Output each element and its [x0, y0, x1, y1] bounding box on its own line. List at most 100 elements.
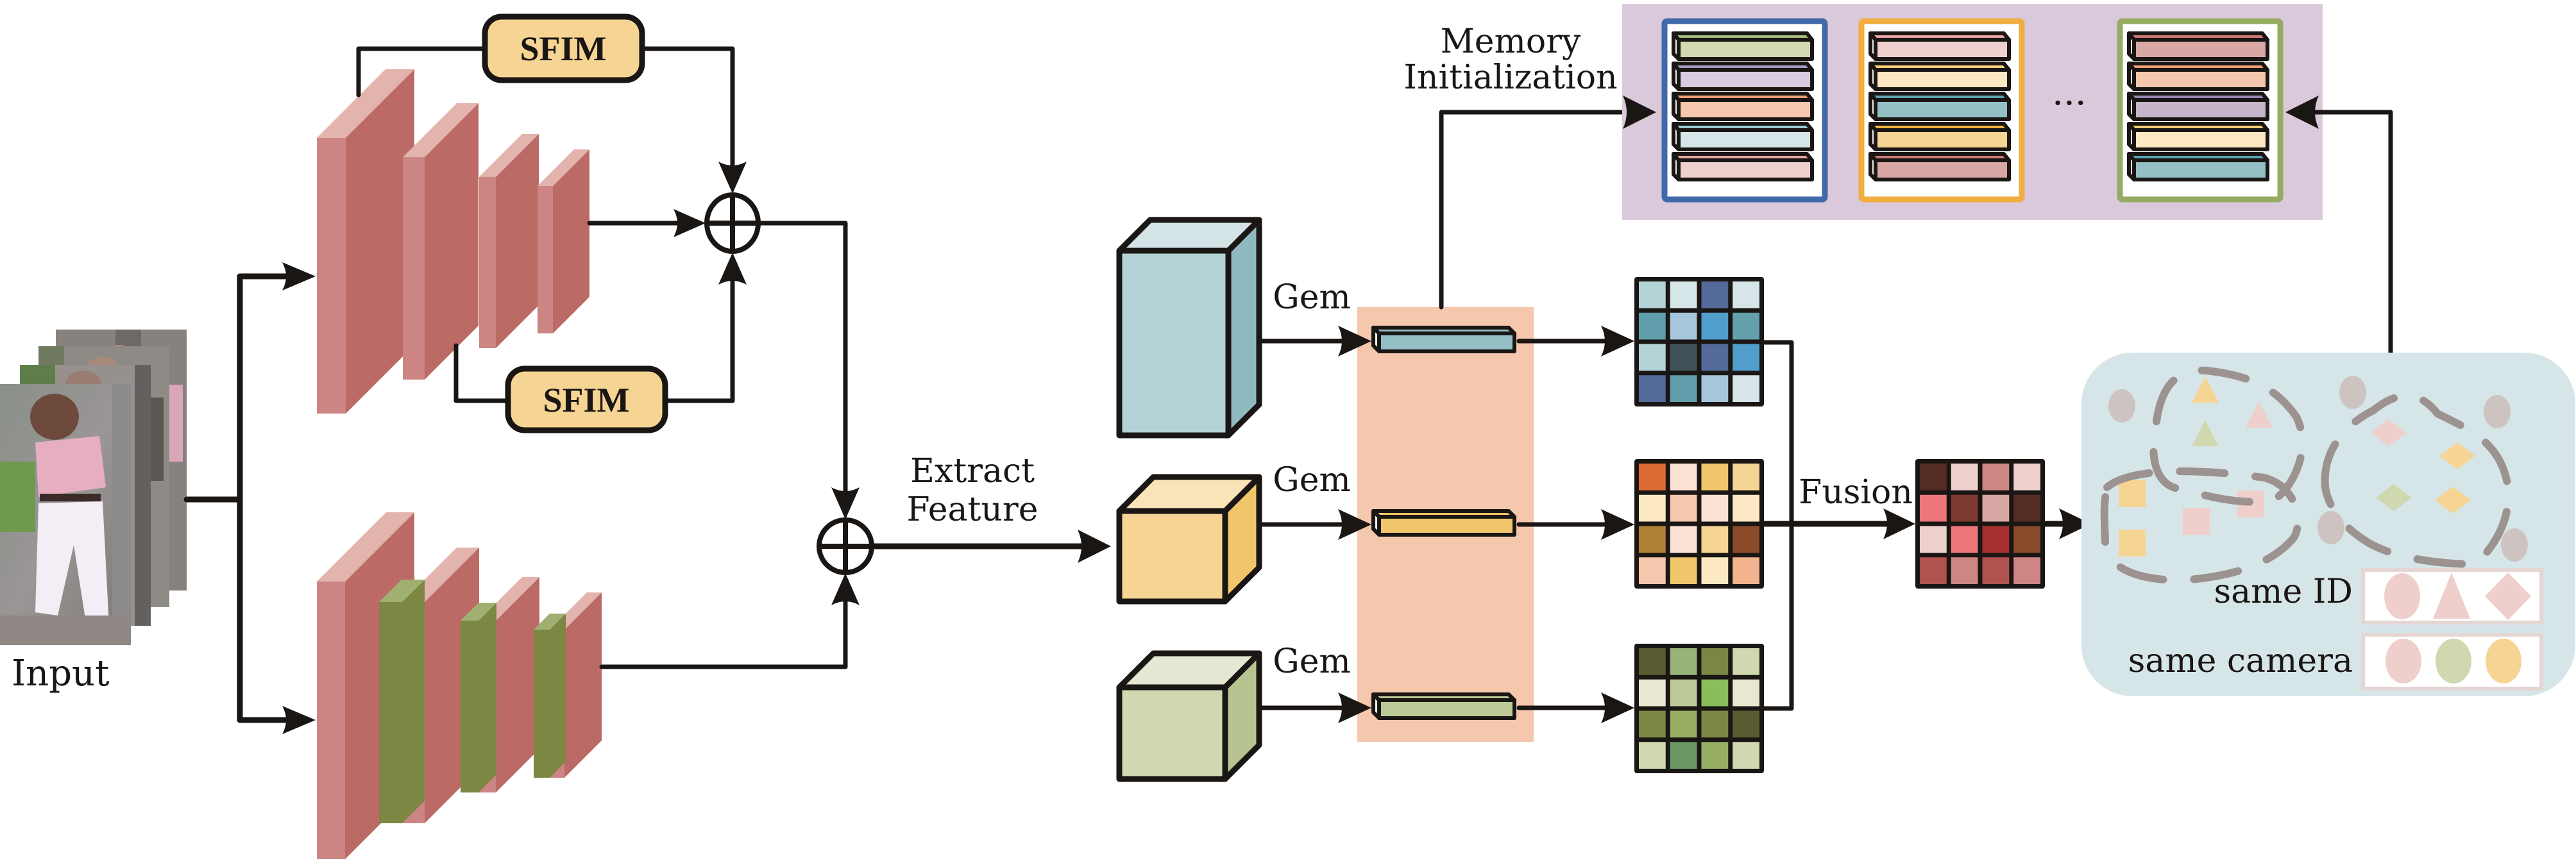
- feature-maps: [1634, 277, 2045, 773]
- feature-cell: [1639, 464, 1666, 490]
- input-split-wires: [183, 262, 316, 734]
- feature-cell: [1951, 557, 1978, 584]
- elementwise-sum-bottom-icon: [817, 517, 874, 575]
- feature-cell: [1701, 312, 1729, 340]
- feature-cell: [1733, 344, 1759, 371]
- feature-cell: [1733, 648, 1759, 675]
- feature-cell: [1670, 557, 1697, 584]
- feature-cell: [1701, 344, 1729, 371]
- feature-cell: [1670, 679, 1697, 707]
- sfim-top-module[interactable]: SFIM: [482, 13, 645, 83]
- feature-cell: [1639, 281, 1666, 308]
- feature-cell: [1639, 494, 1666, 522]
- feature-cell: [1670, 344, 1697, 371]
- feature-cell: [1733, 526, 1759, 553]
- gem-row-1: Gem: [1257, 278, 1634, 356]
- gem-row-2: Gem: [1257, 461, 1634, 540]
- feature-cell: [1920, 494, 1947, 522]
- gem-row-3: Gem: [1257, 642, 1634, 723]
- outlier-sample: [2484, 395, 2511, 428]
- feature-cubes: [1116, 217, 1262, 782]
- feature-cell: [1639, 526, 1666, 553]
- feature-cell: [1701, 494, 1729, 522]
- memory-label-line1: Memory: [1441, 22, 1581, 61]
- feature-cell: [1639, 679, 1666, 707]
- memory-update-arrow: [2285, 96, 2319, 129]
- legend-id-diamond: [2485, 573, 2531, 620]
- square-sample: [2119, 530, 2146, 557]
- input-frame-1: [0, 384, 131, 645]
- memory-init-arrow: [1623, 96, 1656, 129]
- pooled-vector-bar: [1371, 509, 1516, 537]
- feature-cell: [1733, 375, 1759, 402]
- feature-cell: [1982, 494, 2010, 522]
- feature-cell: [1920, 526, 1947, 553]
- legend-id-triangle: [2433, 573, 2470, 619]
- outlier-sample: [2339, 376, 2366, 409]
- legend-same-camera: same camera: [2128, 633, 2543, 691]
- feature-cell: [1670, 281, 1697, 308]
- feature-cube-blue: [1116, 217, 1262, 439]
- memory-feature-bar: [1868, 122, 2011, 151]
- feature-cell: [2013, 464, 2040, 490]
- feature-cell: [1701, 710, 1729, 738]
- input-frames: [0, 330, 187, 645]
- sfim-top-label: SFIM: [520, 29, 607, 68]
- memory-feature-bar: [1672, 92, 1814, 121]
- diamond-sample: [2439, 442, 2475, 469]
- feature-cell: [1982, 526, 2010, 553]
- feature-cell: [1733, 710, 1759, 738]
- memory-ellipsis: ···: [2052, 83, 2086, 124]
- memory-feature-bar: [2127, 92, 2269, 121]
- feature-cube-green: [1116, 650, 1262, 782]
- gem-label: Gem: [1273, 642, 1351, 681]
- gem-label: Gem: [1273, 461, 1351, 499]
- feature-cell: [1639, 557, 1666, 584]
- legend-camera-circle: [2385, 639, 2421, 683]
- cluster-boundaries: [2100, 366, 2512, 585]
- outlier-sample: [2108, 389, 2135, 423]
- feature-cell: [1733, 494, 1759, 522]
- extract-feature-label-line1: Extract: [910, 452, 1035, 490]
- conv-stage-2: [403, 103, 479, 380]
- memory-update-wire: [2285, 96, 2393, 355]
- top-backbone-branch: [317, 69, 589, 414]
- feature-cell: [1639, 648, 1666, 675]
- attention-slab-3: [534, 614, 566, 778]
- feature-cell: [1670, 312, 1697, 340]
- feature-cell: [1670, 742, 1697, 769]
- input-label: Input: [12, 653, 110, 694]
- memory-label-line2: Initialization: [1403, 58, 1617, 97]
- arrow-to-bottom-branch: [282, 706, 316, 734]
- feature-cell: [2013, 557, 2040, 584]
- feature-cell: [1951, 526, 1978, 553]
- memory-feature-bar: [2127, 122, 2269, 151]
- memory-feature-bar: [1868, 31, 2011, 61]
- feature-cell: [1920, 557, 1947, 584]
- feature-cell: [1670, 710, 1697, 738]
- triangle-sample: [2192, 376, 2219, 403]
- conv-stage-4: [538, 149, 589, 333]
- memory-feature-bar: [1672, 31, 1814, 61]
- legend-camera-circle: [2486, 639, 2521, 683]
- memory-feature-bar: [1672, 152, 1814, 181]
- memory-feature-bar: [1672, 62, 1814, 91]
- feature-cell: [1639, 312, 1666, 340]
- feature-cell: [1951, 464, 1978, 490]
- legend-same-id-label: same ID: [2214, 573, 2353, 611]
- sfim-bottom-module[interactable]: SFIM: [505, 365, 668, 433]
- gem-label: Gem: [1273, 278, 1351, 317]
- memory-init-wire: [1439, 110, 1635, 310]
- feature-cell: [1920, 464, 1947, 490]
- feature-map-green: [1634, 644, 1764, 773]
- feature-cell: [1670, 526, 1697, 553]
- diamond-sample: [2376, 484, 2412, 511]
- attention-slab-1: [379, 580, 425, 823]
- memory-cluster-column-1: [1661, 18, 1828, 203]
- bottom-backbone-branch: [317, 512, 602, 859]
- to-map-arrow: [1601, 326, 1634, 356]
- square-sample: [2183, 508, 2210, 535]
- fusion-wires: [1761, 340, 2091, 711]
- feature-cell: [1733, 557, 1759, 584]
- conv-stage-3: [479, 134, 539, 348]
